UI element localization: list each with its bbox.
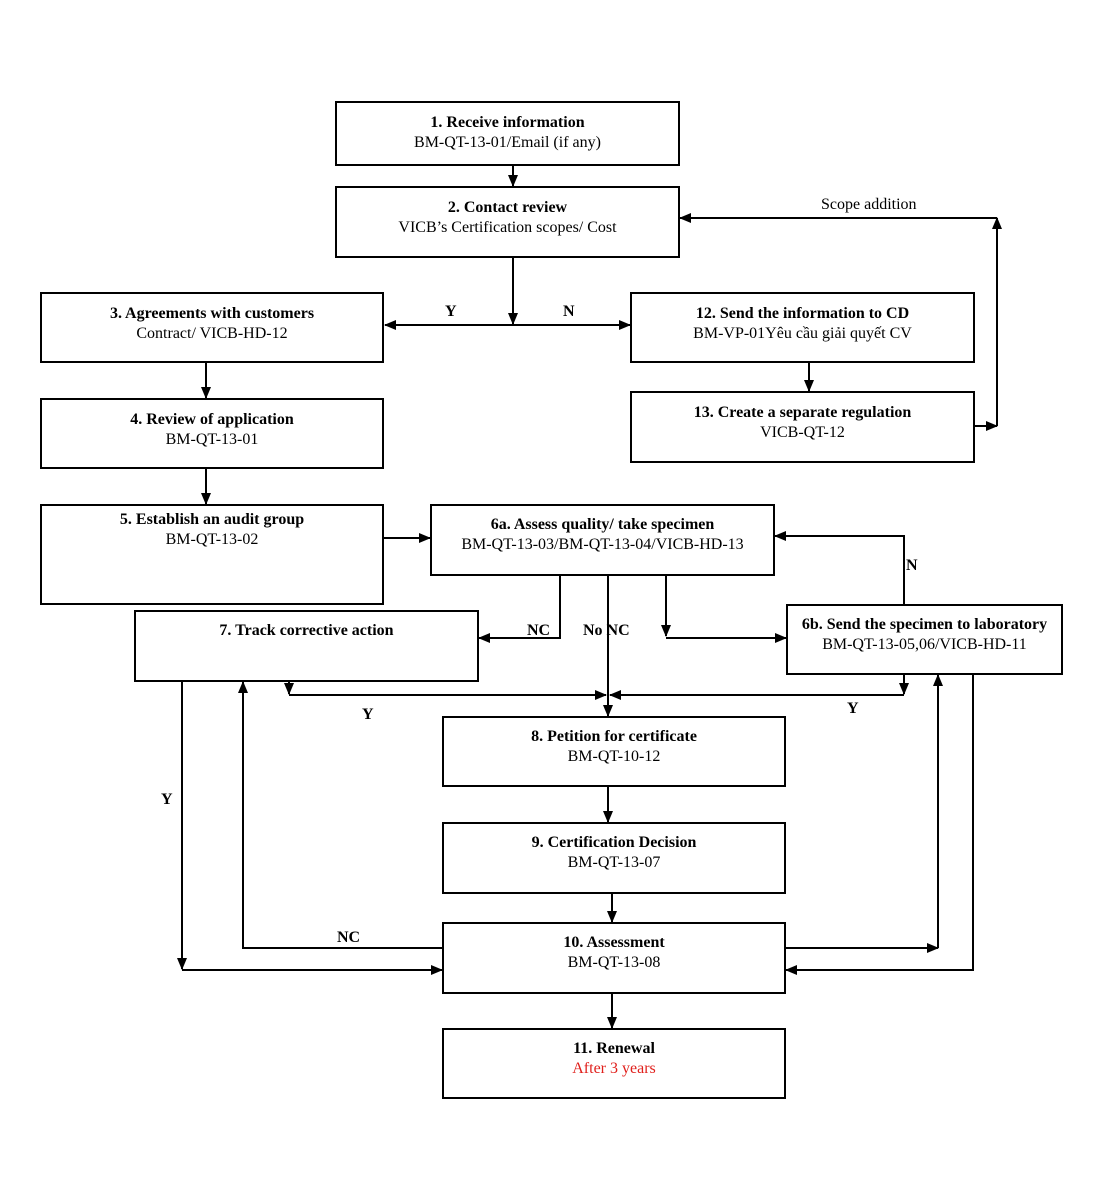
arrow-6b-to-10 (785, 674, 974, 975)
node-send-information-to-cd: 12. Send the information to CD BM-VP-01Y… (630, 292, 975, 363)
node-establish-audit-group: 5. Establish an audit group BM-QT-13-02 (40, 504, 384, 605)
node-renewal: 11. Renewal After 3 years (442, 1028, 786, 1099)
node-title: 3. Agreements with customers (109, 305, 315, 322)
node-assess-quality-take-specimen: 6a. Assess quality/ take specimen BM-QT-… (430, 504, 775, 576)
node-send-specimen-to-laboratory: 6b. Send the specimen to laboratory BM-Q… (786, 604, 1063, 675)
node-subtitle: BM-VP-01Yêu cầu giải quyết CV (693, 325, 912, 342)
edge-label-y-left: Y (161, 791, 173, 808)
node-subtitle: BM-QT-13-01 (165, 431, 259, 448)
node-title: 1. Receive information (430, 114, 585, 131)
edge-label-no-nc: No NC (583, 622, 630, 639)
node-title: 8. Petition for certificate (531, 728, 697, 745)
node-title: 12. Send the information to CD (695, 305, 910, 322)
node-title: 10. Assessment (563, 934, 665, 951)
node-title: 9. Certification Decision (531, 834, 697, 851)
node-subtitle: VICB-QT-12 (760, 424, 845, 441)
node-track-corrective-action: 7. Track corrective action (134, 610, 479, 682)
edge-label-nc-corrective: NC (527, 622, 551, 639)
node-assessment: 10. Assessment BM-QT-13-08 (442, 922, 786, 994)
node-contact-review: 2. Contact review VICB’s Certification s… (335, 186, 680, 258)
node-subtitle: BM-QT-13-08 (567, 954, 661, 971)
node-title: 6a. Assess quality/ take specimen (490, 516, 715, 533)
edge-label-n-send-cd: N (563, 303, 575, 320)
node-subtitle: VICB’s Certification scopes/ Cost (398, 219, 617, 236)
edge-label-scope-addition: Scope addition (821, 196, 917, 213)
arrow-6b-to-6a (774, 531, 905, 604)
node-title: 6b. Send the specimen to laboratory (801, 616, 1048, 633)
node-subtitle: BM-QT-13-05,06/VICB-HD-11 (822, 636, 1027, 653)
node-title: 11. Renewal (573, 1040, 655, 1057)
node-subtitle: Contract/ VICB-HD-12 (136, 325, 288, 342)
node-title: 13. Create a separate regulation (693, 404, 912, 421)
node-subtitle: BM-QT-13-07 (567, 854, 661, 871)
edge-label-nc-assessment: NC (337, 929, 361, 946)
node-petition-for-certificate: 8. Petition for certificate BM-QT-10-12 (442, 716, 786, 787)
node-create-separate-regulation: 13. Create a separate regulation VICB-QT… (630, 391, 975, 463)
arrow-6a-to-7 (478, 575, 561, 643)
node-certification-decision: 9. Certification Decision BM-QT-13-07 (442, 822, 786, 894)
arrow-10-to-7 (238, 681, 443, 949)
edge-label-n-lab-retest: N (906, 557, 918, 574)
node-title: 5. Establish an audit group (119, 511, 305, 528)
node-agreements-with-customers: 3. Agreements with customers Contract/ V… (40, 292, 384, 363)
node-subtitle: BM-QT-13-02 (165, 531, 259, 548)
node-title: 4. Review of application (130, 411, 294, 428)
node-review-of-application: 4. Review of application BM-QT-13-01 (40, 398, 384, 469)
node-subtitle: BM-QT-13-03/BM-QT-13-04/VICB-HD-13 (461, 536, 744, 553)
node-subtitle: After 3 years (572, 1060, 656, 1077)
node-title: 7. Track corrective action (219, 622, 394, 639)
node-title: 2. Contact review (447, 199, 568, 216)
node-subtitle: BM-QT-10-12 (567, 748, 661, 765)
node-subtitle: BM-QT-13-01/Email (if any) (414, 134, 601, 151)
node-receive-information: 1. Receive information BM-QT-13-01/Email… (335, 101, 680, 166)
edge-label-y-track-petition: Y (362, 706, 374, 723)
edge-label-y-agreement: Y (445, 303, 457, 320)
edge-label-y-lab-petition: Y (847, 700, 859, 717)
